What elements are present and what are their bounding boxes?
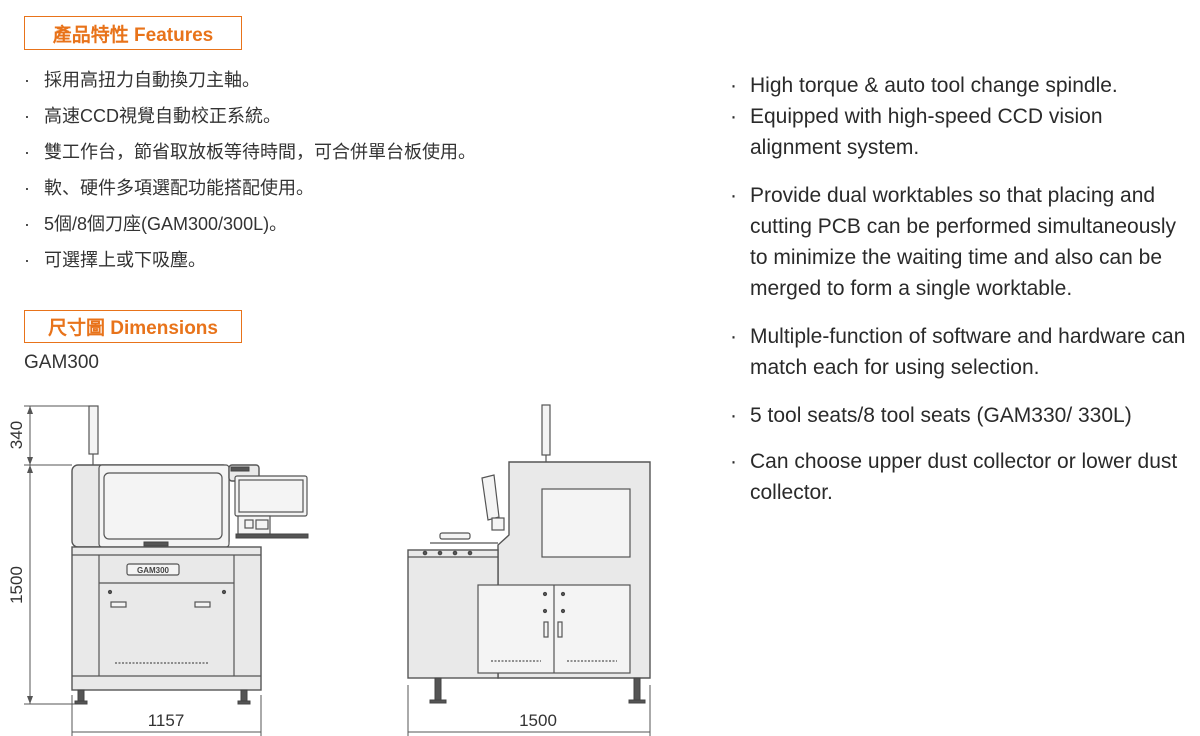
list-item-text: 雙工作台，節省取放板等待時間，可合併單台板使用。: [44, 142, 476, 162]
list-item-text: 軟、硬件多項選配功能搭配使用。: [44, 178, 314, 198]
list-item-text: Provide dual worktables so that placing …: [750, 184, 1177, 300]
list-item: · 5 tool seats/8 tool seats (GAM330/ 330L…: [730, 400, 1190, 431]
dim-height-main: 1500: [7, 566, 26, 604]
list-item-text: 5 tool seats/8 tool seats (GAM330/ 330L): [750, 404, 1132, 427]
dim-width-side: 1500: [519, 711, 557, 730]
bullet-dot: ·: [730, 184, 737, 207]
list-item: · Equipped with high-speed CCD vision ali…: [730, 101, 1190, 163]
bullet-dot: ·: [730, 105, 737, 128]
bullet-dot: ·: [730, 450, 737, 473]
model-name: GAM300: [24, 352, 99, 373]
list-item-text: 高速CCD視覺自動校正系統。: [44, 106, 281, 126]
list-item: · 軟、硬件多項選配功能搭配使用。: [24, 176, 664, 212]
side-view-machine: [407, 404, 651, 704]
bullet-dot: ·: [24, 178, 30, 198]
bullet-dot: ·: [24, 106, 30, 126]
bullet-dot: ·: [24, 214, 30, 234]
features-heading: 產品特性 Features: [24, 16, 242, 50]
list-item: · 5個/8個刀座(GAM300/300L)。: [24, 212, 664, 248]
bullet-dot: ·: [730, 325, 737, 348]
list-item: · 可選擇上或下吸塵。: [24, 248, 664, 284]
list-item: · Can choose upper dust collector or lowe…: [730, 446, 1190, 508]
list-item: · 採用高扭力自動換刀主軸。: [24, 68, 664, 104]
bullet-dot: ·: [24, 250, 30, 270]
dim-width-front: 1157: [148, 711, 185, 730]
signal-tower: [541, 404, 551, 456]
list-item-text: Multiple-function of software and hardwa…: [750, 325, 1186, 379]
list-item-text: High torque & auto tool change spindle.: [750, 74, 1118, 97]
front-view-dimensions: 340 1500 1157: [7, 405, 262, 736]
list-item-text: 可選擇上或下吸塵。: [44, 250, 206, 270]
front-window: [103, 472, 223, 540]
monitor: [234, 475, 308, 517]
side-view-dimensions: 1500: [407, 685, 651, 736]
side-window: [541, 488, 631, 558]
bullet-dot: ·: [24, 70, 30, 90]
list-item-text: Can choose upper dust collector or lower…: [750, 450, 1178, 504]
list-item: · High torque & auto tool change spindle.: [730, 70, 1190, 101]
bullet-dot: ·: [24, 142, 30, 162]
list-item-text: Equipped with high-speed CCD vision alig…: [750, 105, 1103, 159]
list-item-text: 採用高扭力自動換刀主軸。: [44, 70, 260, 90]
dimensions-heading: 尺寸圖 Dimensions: [24, 310, 242, 343]
keyboard-tray: [235, 533, 309, 539]
dimension-drawing: GAM300 340 1500 1157: [7, 404, 651, 736]
list-item: · 高速CCD視覺自動校正系統。: [24, 104, 664, 140]
list-item: · Multiple-function of software and hardw…: [730, 321, 1190, 383]
list-item: · Provide dual worktables so that placing…: [730, 180, 1190, 304]
model-badge: [126, 563, 180, 576]
bullet-dot: ·: [730, 74, 737, 97]
front-view-machine: GAM300: [71, 405, 309, 705]
dim-height-top: 340: [7, 421, 26, 449]
model-badge-text: GAM300: [137, 566, 170, 575]
signal-tower: [88, 405, 99, 455]
side-monitor: [481, 474, 500, 521]
en-feature-list: · High torque & auto tool change spindle.…: [730, 70, 1190, 508]
bullet-dot: ·: [730, 404, 737, 427]
list-item: · 雙工作台，節省取放板等待時間，可合併單台板使用。: [24, 140, 664, 176]
zh-feature-list: · 採用高扭力自動換刀主軸。 · 高速CCD視覺自動校正系統。 · 雙工作台，節省取放…: [24, 68, 664, 284]
list-item-text: 5個/8個刀座(GAM300/300L)。: [44, 214, 288, 234]
